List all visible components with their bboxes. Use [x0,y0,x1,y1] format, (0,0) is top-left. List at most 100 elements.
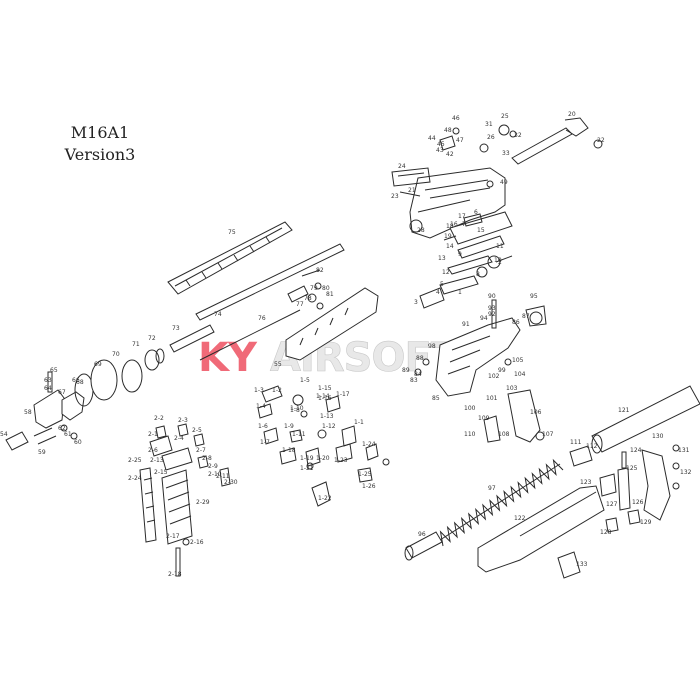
title-version: Version3 [64,145,136,164]
part-number-label: 22 [597,137,605,144]
part-number-label: 1-21 [300,465,314,472]
part-number-label: 1-3 [254,387,264,394]
part-number-label: 1-5 [300,377,310,384]
part-number-label: 44 [428,135,436,142]
diagram-title: M16A1 Version3 [40,122,160,166]
part-number-label: 106 [530,409,542,416]
part-number-label: 2-13 [150,457,164,464]
part-number-label: 13 [438,255,446,262]
part-number-label: 3 [414,299,418,306]
part-number-label: 71 [132,341,140,348]
part-number-label: 1-22 [318,495,332,502]
part-number-label: 1-26 [362,483,376,490]
part-number-label: 131 [678,447,690,454]
part-number-label: 96 [418,531,426,538]
front-sight [5,371,85,451]
part-number-label: 127 [606,501,618,508]
lower-receiver [414,299,547,397]
gas-block-parts [287,269,324,310]
part-number-label: 99 [498,367,506,374]
part-number-label: 2-6 [148,447,158,454]
part-number-label: 33 [502,150,510,157]
part-number-label: 1-17 [336,391,350,398]
part-number-label: 54 [0,431,8,438]
part-number-label: 104 [514,371,526,378]
part-number-label: 78 [304,295,312,302]
part-number-label: 20 [568,111,576,118]
upper-small-parts [399,124,517,197]
part-number-label: 1-23 [334,457,348,464]
part-number-label: 14 [446,243,454,250]
part-number-label: 75 [228,229,236,236]
part-number-label: 47 [456,137,464,144]
part-number-label: 98 [428,343,436,350]
part-number-label: 11 [496,243,504,250]
part-number-label: 1-13 [320,413,334,420]
part-number-label: 125 [626,465,638,472]
part-number-label: 2-2 [154,415,164,422]
part-number-label: 42 [446,151,454,158]
part-number-label: 65 [50,367,58,374]
part-number-label: 6 [474,209,478,216]
part-number-label: 2-5 [192,427,202,434]
part-number-label: 1-24 [362,441,376,448]
part-number-label: 1-15 [318,385,332,392]
part-number-label: 61 [64,431,72,438]
part-number-label: 31 [485,121,493,128]
part-number-label: 72 [148,335,156,342]
part-number-label: 74 [214,311,222,318]
part-number-label: 73 [172,325,180,332]
part-number-label: 48 [444,127,452,134]
part-number-label: 59 [38,449,46,456]
part-number-label: 18 [446,223,454,230]
buttplate [641,444,680,521]
part-number-label: 2-10 [208,471,222,478]
part-number-label: 2-7 [196,447,206,454]
part-number-label: 90 [488,293,496,300]
part-number-label: 2-8 [202,455,212,462]
part-number-label: 126 [632,499,644,506]
part-number-label: 76 [258,315,266,322]
part-number-label: 5 [440,281,444,288]
part-number-label: 2-29 [196,499,210,506]
part-number-label: 66 [72,377,80,384]
part-number-label: 94 [480,315,488,322]
bolt-assembly [419,211,513,309]
part-number-label: 1 [458,289,462,296]
part-number-label: 1-25 [358,471,372,478]
part-number-label: 64 [44,385,52,392]
part-number-label: 15 [477,227,485,234]
part-number-label: 2-3 [178,417,188,424]
part-number-label: 132 [680,469,692,476]
part-number-label: 1-18 [282,447,296,454]
part-number-label: 111 [570,439,582,446]
part-number-label: 86 [512,319,520,326]
part-number-label: 91 [462,321,470,328]
part-number-label: 70 [112,351,120,358]
part-number-label: 55 [274,361,282,368]
part-number-label: 1-14 [316,393,330,400]
part-number-label: 2-25 [128,457,142,464]
handguard-top [167,221,293,295]
part-number-label: 112 [586,443,598,450]
main-spring [439,458,564,547]
part-number-label: 87 [522,313,530,320]
part-number-label: 21 [408,187,416,194]
upper-receiver [391,167,506,239]
part-number-label: 10 [494,257,502,264]
spring-guide [404,531,443,561]
stock-compartment-parts [599,451,641,533]
part-number-label: 2-4 [174,435,184,442]
part-number-label: 60 [74,439,82,446]
part-number-label: 12 [442,269,450,276]
part-number-label: 46 [452,115,460,122]
part-number-label: 62 [58,425,66,432]
part-number-label: 122 [514,515,526,522]
part-number-label: 69 [94,361,102,368]
part-number-label: 128 [600,529,612,536]
part-number-label: 88 [416,355,424,362]
part-number-label: 68 [76,379,84,386]
part-number-label: 26 [487,134,495,141]
title-model: M16A1 [70,123,130,142]
part-number-label: 105 [512,357,524,364]
